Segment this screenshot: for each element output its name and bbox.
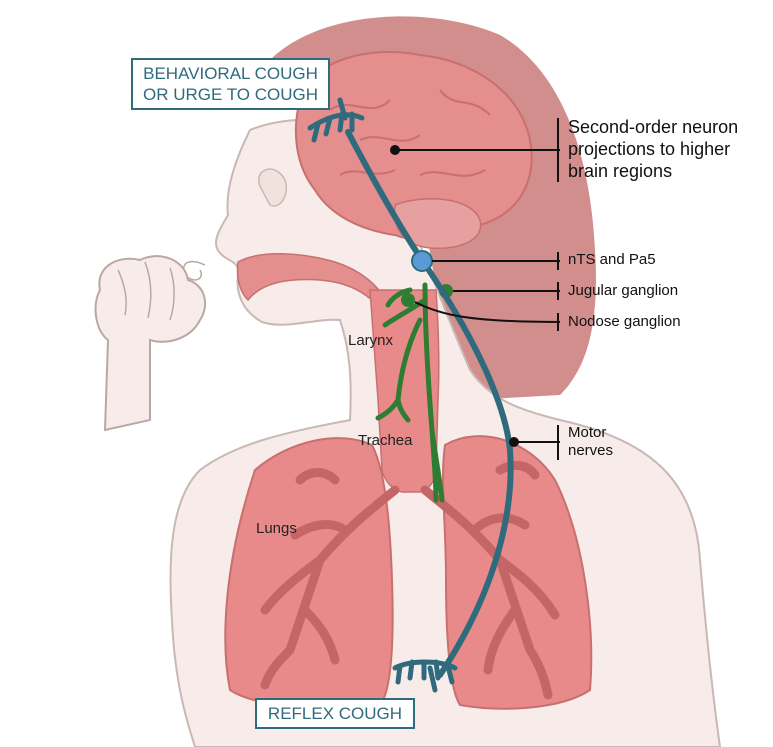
nodose-ganglion-label: Nodose ganglion <box>568 313 681 331</box>
larynx-label: Larynx <box>348 332 393 349</box>
brain-pointer-dot <box>390 145 400 155</box>
reflex-cough-box: REFLEX COUGH <box>255 698 415 729</box>
motor-nerves-label: Motor nerves <box>568 424 613 460</box>
nodose-ganglion-node <box>401 293 415 307</box>
nts-pa5-node <box>412 251 432 271</box>
lungs-label: Lungs <box>256 520 297 537</box>
motor-pointer-dot <box>509 437 519 447</box>
jugular-ganglion-label: Jugular ganglion <box>568 282 678 300</box>
behavioral-cough-line1: BEHAVIORAL COUGH <box>141 63 320 84</box>
trachea-label: Trachea <box>358 432 412 449</box>
nts-pa5-label: nTS and Pa5 <box>568 251 656 269</box>
second-order-neuron-label: Second-order neuron projections to highe… <box>568 116 738 182</box>
behavioral-cough-line2: OR URGE TO COUGH <box>141 84 320 105</box>
reflex-cough-label: REFLEX COUGH <box>265 703 405 724</box>
behavioral-cough-box: BEHAVIORAL COUGH OR URGE TO COUGH <box>131 58 330 110</box>
